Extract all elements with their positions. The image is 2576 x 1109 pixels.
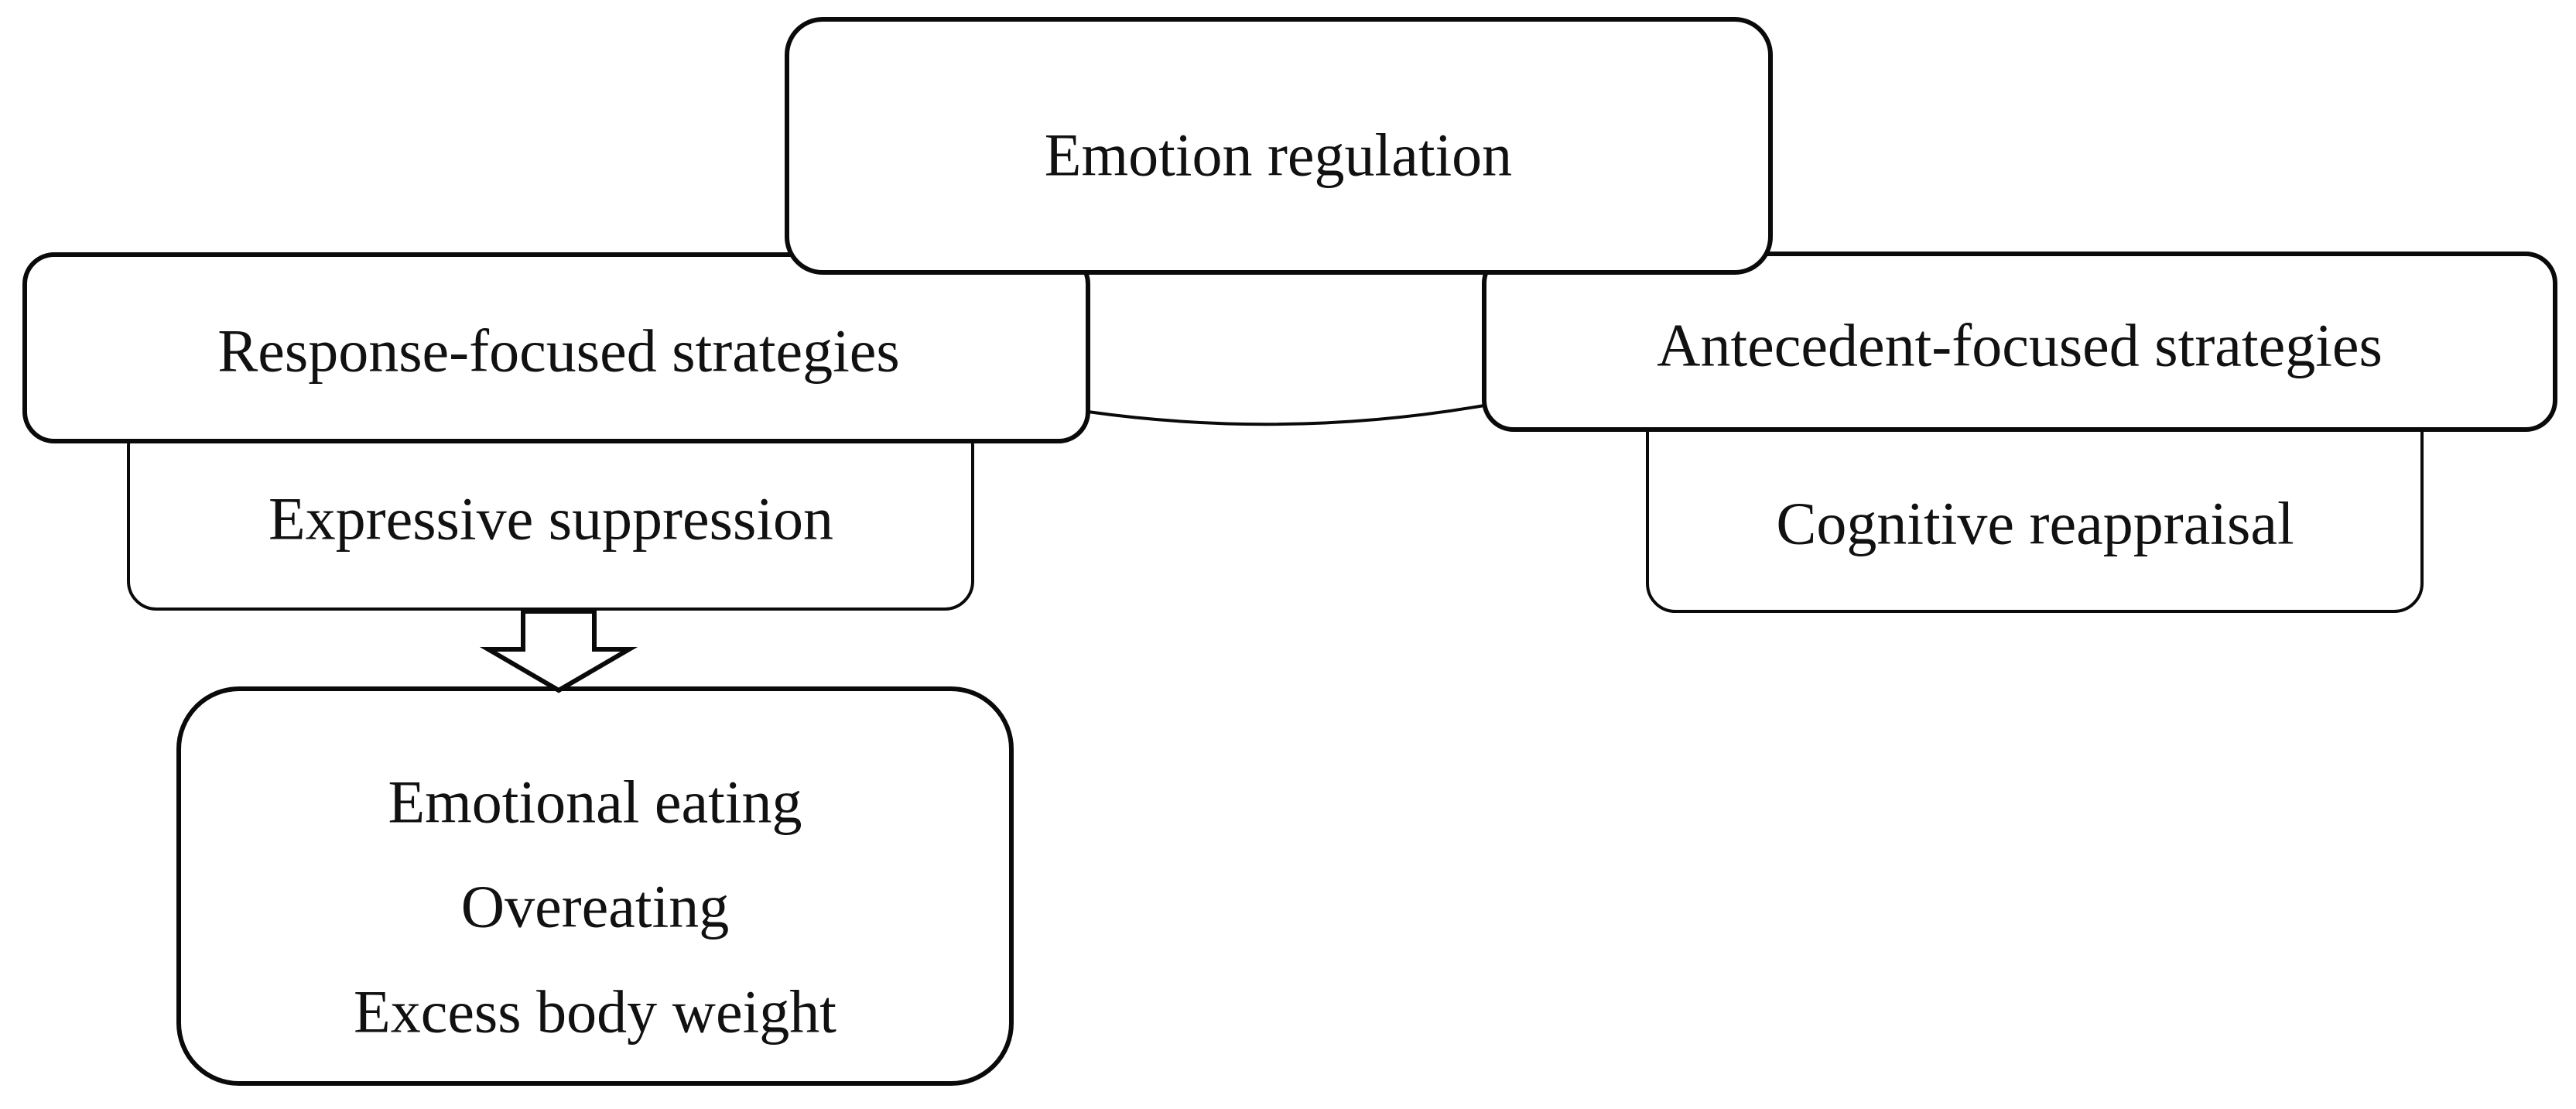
response-focused-box [22,252,1090,443]
antecedent-focused-box [1482,252,2557,432]
block-arrow-down-icon [479,609,638,693]
outcome-line-emotional-eating: Emotional eating [388,768,802,836]
outcomes-box [176,686,1014,1086]
emotion-regulation-box [785,17,1773,275]
outcome-line-overeating: Overeating [461,873,730,940]
response-focused-label: Response-focused strategies [217,317,900,385]
antecedent-focused-label: Antecedent-focused strategies [1657,312,2383,379]
emotion-regulation-label: Emotion regulation [1045,122,1512,189]
response-antecedent-curve-connector [1087,404,1485,426]
cognitive-reappraisal-label: Cognitive reappraisal [1776,490,2294,557]
outcome-line-excess-body-weight: Excess body weight [354,978,836,1046]
expressive-suppression-label: Expressive suppression [269,485,833,553]
